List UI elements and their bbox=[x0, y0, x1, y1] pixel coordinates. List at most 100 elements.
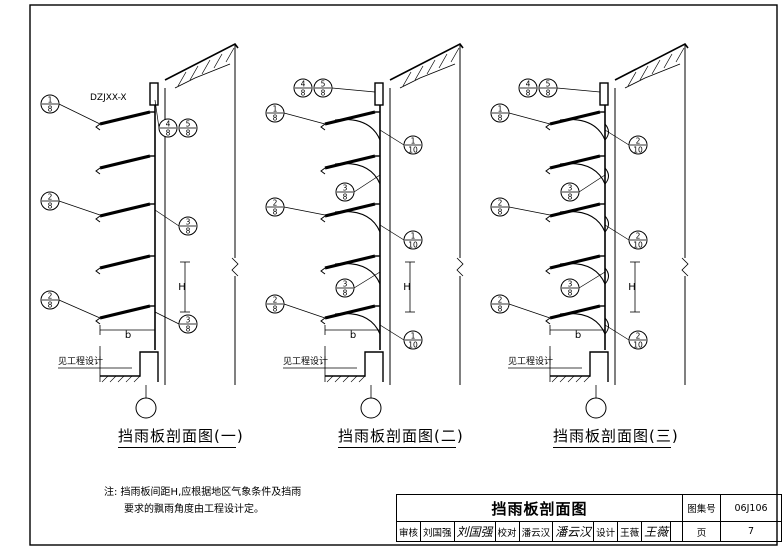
detail-ref-2-8-sheet: 8 bbox=[273, 208, 278, 217]
detail-ref-2-8-number: 2 bbox=[498, 296, 503, 305]
blade-lip bbox=[545, 267, 551, 275]
detail-ref-1-10-number: 1 bbox=[411, 232, 416, 241]
louver-blade bbox=[549, 202, 601, 218]
detail-ref-2-10-number: 2 bbox=[636, 232, 641, 241]
blade-lip bbox=[95, 317, 101, 325]
detail-ref-3-8-number: 3 bbox=[343, 280, 348, 289]
detail-ref-2-8-sheet: 8 bbox=[273, 305, 278, 314]
leader bbox=[58, 103, 101, 125]
roof-truss-chord bbox=[624, 63, 681, 89]
bracket-arc bbox=[559, 162, 606, 185]
project-design-label: 见工程设计 bbox=[508, 355, 553, 367]
title-block: 挡雨板剖面图 图集号 06J106 审核 刘国强 刘国强 校对 潘云汉 潘云汉 … bbox=[395, 494, 782, 542]
leader bbox=[379, 324, 405, 341]
sill-hatch bbox=[575, 375, 583, 383]
blank-cell bbox=[670, 521, 683, 542]
louver-blade bbox=[324, 110, 376, 126]
leader bbox=[604, 129, 630, 146]
detail-ref-1-10-number: 1 bbox=[411, 332, 416, 341]
base-sill bbox=[100, 351, 159, 382]
sill-hatch bbox=[567, 375, 575, 383]
designer-name: 王薇 bbox=[617, 521, 643, 542]
detail-ref-3-8-sheet: 8 bbox=[186, 325, 191, 334]
drawing-frame bbox=[29, 4, 778, 546]
dim-b-label: b bbox=[575, 330, 581, 341]
project-design-label: 见工程设计 bbox=[58, 355, 103, 367]
louver-blade bbox=[549, 110, 601, 126]
sill-hatch bbox=[334, 375, 342, 383]
caption-underline-fig3 bbox=[553, 447, 671, 448]
detail-ref-3-8-sheet: 8 bbox=[343, 193, 348, 202]
leader bbox=[154, 209, 180, 227]
designer-signature: 王薇 bbox=[641, 521, 672, 542]
break-mark bbox=[231, 257, 239, 277]
dim-b-label: b bbox=[350, 330, 356, 341]
detail-ref-1-8-sheet: 8 bbox=[48, 105, 53, 114]
sill-hatch bbox=[101, 375, 109, 383]
louver-blade bbox=[549, 304, 601, 320]
review-label: 审核 bbox=[395, 521, 422, 542]
roof-truss-web bbox=[201, 59, 211, 75]
break-mark bbox=[681, 257, 689, 277]
blade-lip bbox=[95, 267, 101, 275]
detail-ref-2-10-number: 2 bbox=[636, 332, 641, 341]
note-line-1: 注: 挡雨板间距H,应根据地区气象条件及挡雨 bbox=[104, 487, 302, 498]
detail-ref-2-8-number: 2 bbox=[273, 199, 278, 208]
dim-b-label: b bbox=[125, 330, 131, 341]
detail-ref-3-8-sheet: 8 bbox=[568, 289, 573, 298]
roof-truss-web bbox=[675, 47, 685, 63]
louver-blade bbox=[99, 110, 151, 126]
bracket-arc bbox=[559, 312, 606, 335]
dim-h-label: H bbox=[628, 282, 636, 293]
roof-truss-web bbox=[213, 53, 223, 69]
roof-slab bbox=[389, 42, 464, 81]
roof-slab bbox=[614, 42, 689, 81]
detail-ref-2-8-number: 2 bbox=[498, 199, 503, 208]
project-design-label: 见工程设计 bbox=[283, 355, 328, 367]
bracket-arc-small bbox=[604, 267, 609, 285]
bracket-arc bbox=[334, 312, 381, 335]
leader bbox=[58, 200, 101, 216]
sill-hatch bbox=[117, 375, 125, 383]
parapet bbox=[599, 82, 609, 106]
roof-truss-web bbox=[426, 59, 436, 75]
reviewer-signature: 刘国强 bbox=[453, 521, 496, 542]
detail-ref-5-8-sheet: 8 bbox=[321, 89, 326, 98]
detail-ref-2-8-number: 2 bbox=[273, 296, 278, 305]
detail-ref-1-8-sheet: 8 bbox=[273, 114, 278, 123]
sill-hatch bbox=[342, 375, 350, 383]
leader bbox=[578, 271, 606, 289]
detail-ref-3-8-sheet: 8 bbox=[568, 193, 573, 202]
leader bbox=[604, 224, 630, 241]
leader bbox=[283, 112, 326, 125]
leader bbox=[379, 129, 405, 146]
blade-lip bbox=[95, 215, 101, 223]
bracket-arc bbox=[334, 210, 381, 233]
louver-blade bbox=[99, 304, 151, 320]
louver-blade bbox=[324, 154, 376, 170]
roof-truss-web bbox=[402, 71, 412, 87]
detail-ref-3-8-sheet: 8 bbox=[186, 227, 191, 236]
detail-ref-2-8-sheet: 8 bbox=[48, 301, 53, 310]
base-sill bbox=[550, 351, 609, 382]
sill-hatch bbox=[326, 375, 334, 383]
atlas-number: 06J106 bbox=[720, 494, 782, 522]
louver-blade bbox=[324, 202, 376, 218]
detail-ref-4-8-sheet: 8 bbox=[301, 89, 306, 98]
louver-blade bbox=[549, 154, 601, 170]
grid-axis-bubble bbox=[360, 397, 382, 419]
louver-blade bbox=[324, 304, 376, 320]
leader bbox=[331, 87, 376, 93]
detail-ref-2-10-sheet: 10 bbox=[633, 341, 643, 350]
detail-ref-2-10-number: 2 bbox=[636, 137, 641, 146]
bracket-arc bbox=[559, 210, 606, 233]
detail-ref-2-8-sheet: 8 bbox=[498, 305, 503, 314]
detail-ref-1-10-sheet: 10 bbox=[408, 241, 418, 250]
blade-lip bbox=[545, 167, 551, 175]
sill-hatch bbox=[125, 375, 133, 383]
detail-ref-1-8-sheet: 8 bbox=[498, 114, 503, 123]
base-sill bbox=[325, 351, 384, 382]
detail-ref-2-10-sheet: 10 bbox=[633, 146, 643, 155]
detail-ref-1-10-number: 1 bbox=[411, 137, 416, 146]
